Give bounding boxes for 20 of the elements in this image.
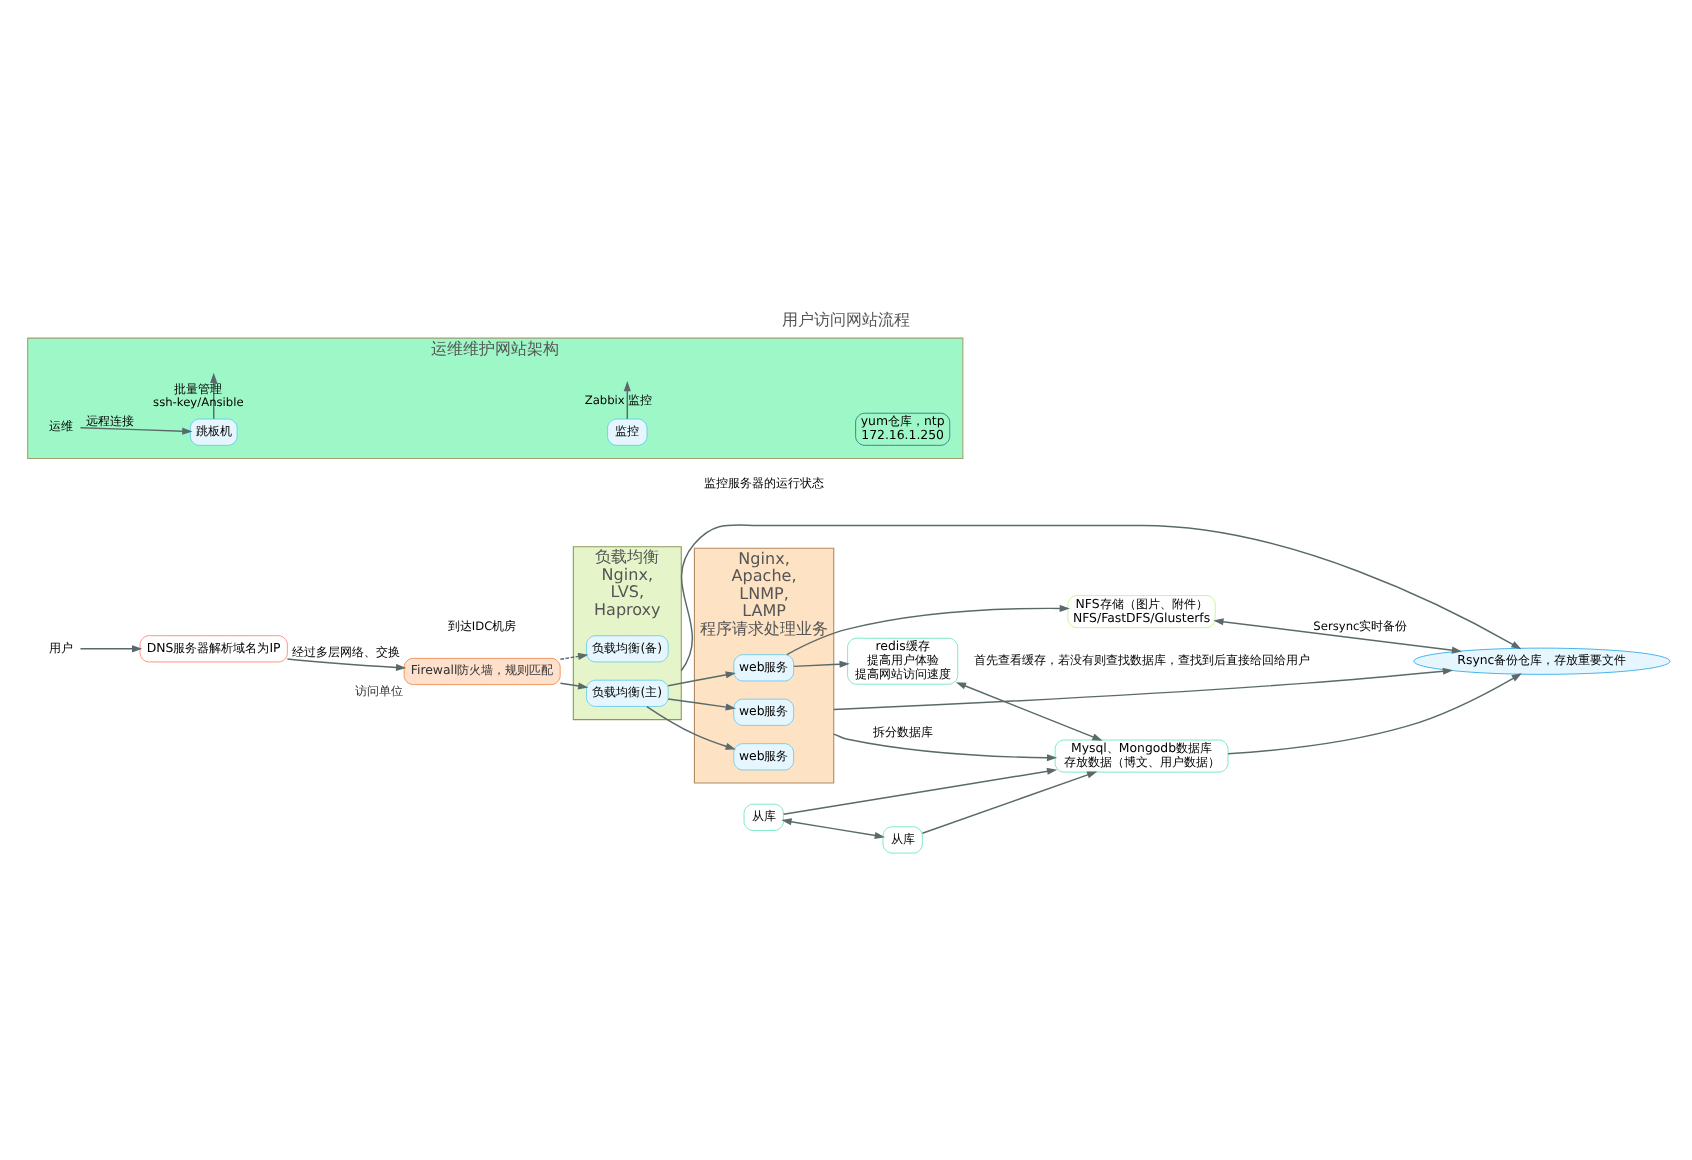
arrow [781,817,885,839]
arrow [667,697,736,710]
arrow [1227,672,1522,754]
arrow [623,379,631,419]
arrow [921,770,1098,833]
arrow [646,704,736,749]
arrow [79,644,143,652]
arrow [793,659,850,667]
arrow [79,426,193,434]
arrow [286,657,407,671]
arrow [786,603,1070,655]
arrow [833,666,1454,710]
arrow [833,732,1058,761]
arrow [667,670,736,686]
arrow [680,523,1522,671]
arrow [782,766,1058,814]
arrow [955,681,1103,740]
arrow [1213,617,1463,653]
arrow [559,681,589,689]
arrow [559,651,589,659]
